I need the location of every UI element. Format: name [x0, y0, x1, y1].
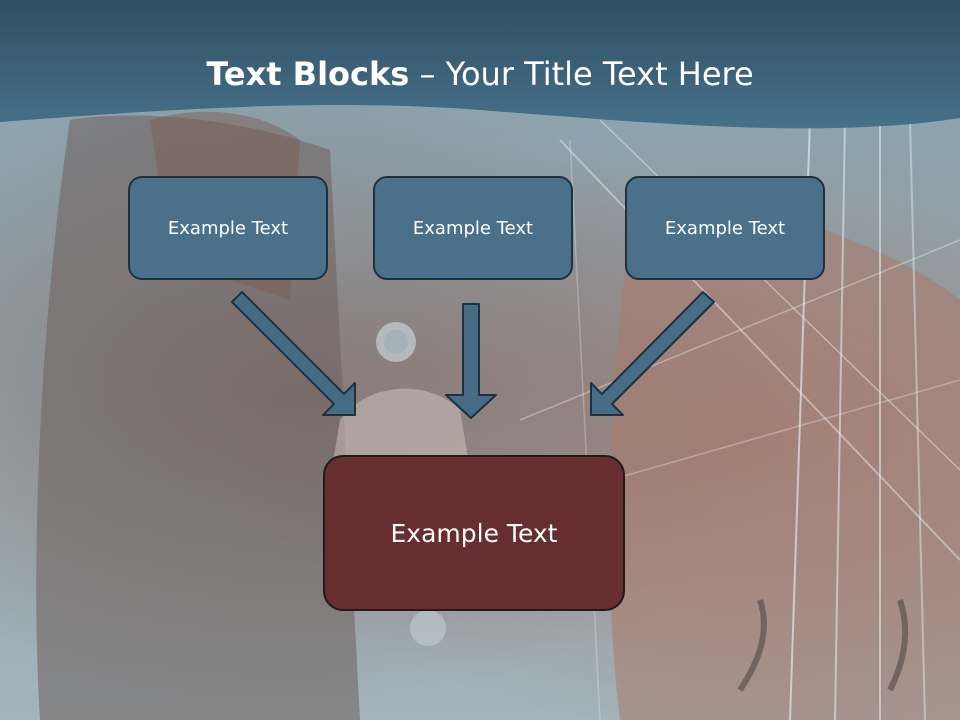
text-block-2[interactable]: Example Text	[373, 176, 573, 280]
page-title: Text Blocks – Your Title Text Here	[0, 52, 960, 96]
title-regular-part: Your Title Text Here	[445, 55, 754, 93]
text-block-1-label: Example Text	[167, 217, 289, 239]
text-block-3-label: Example Text	[664, 217, 786, 239]
text-block-2-label: Example Text	[412, 217, 534, 239]
arrow-down-icon	[445, 303, 497, 419]
text-block-3[interactable]: Example Text	[625, 176, 825, 280]
main-text-block-label: Example Text	[390, 518, 558, 548]
title-banner	[0, 0, 960, 129]
arrow-down-right-icon	[231, 291, 356, 416]
text-block-1[interactable]: Example Text	[128, 176, 328, 280]
title-separator: –	[409, 55, 446, 93]
main-text-block[interactable]: Example Text	[323, 455, 625, 611]
arrow-down-left-icon	[590, 291, 715, 416]
title-bold-part: Text Blocks	[206, 55, 410, 93]
